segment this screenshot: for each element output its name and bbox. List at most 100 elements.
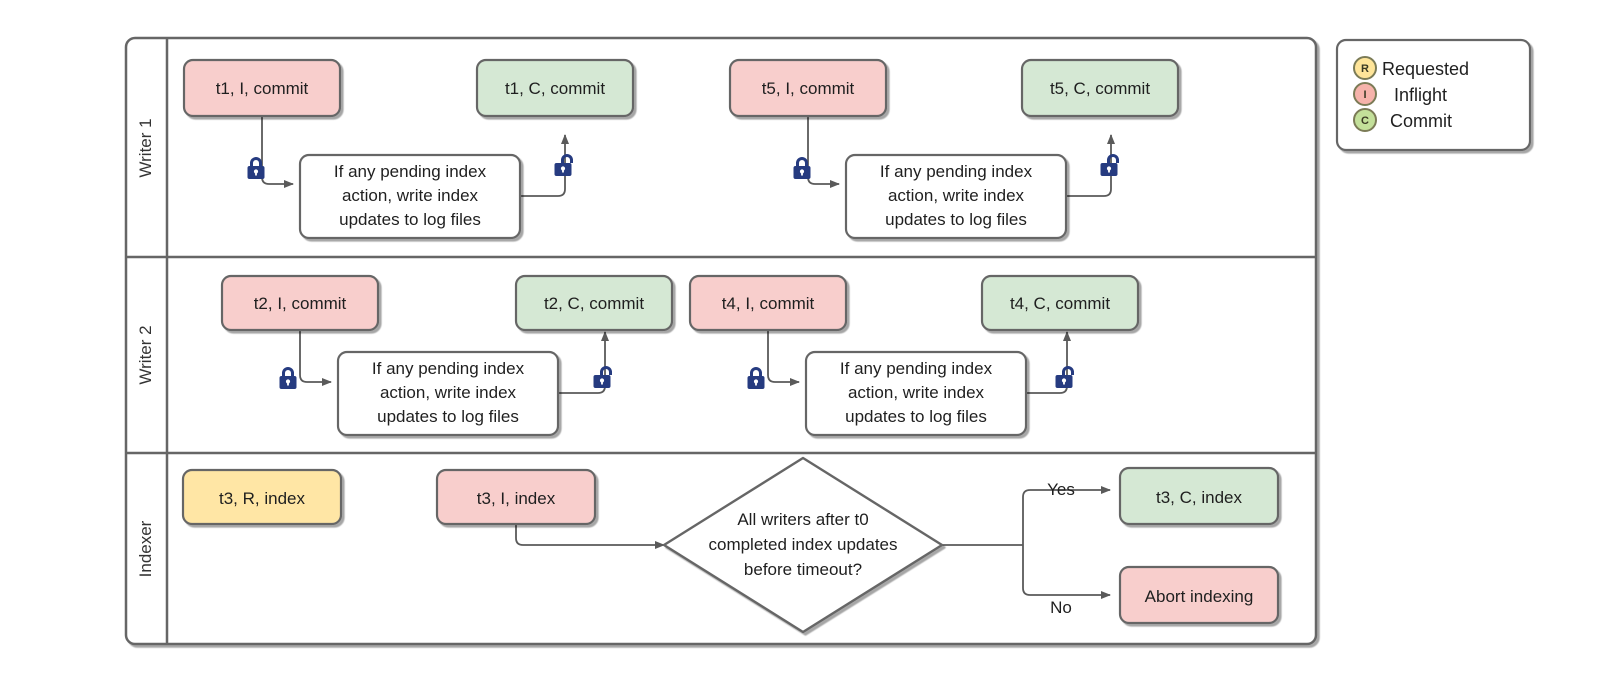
node-label: t4, C, commit	[1010, 294, 1110, 313]
inflight-badge-icon	[1353, 82, 1377, 106]
node-label: t5, C, commit	[1050, 79, 1150, 98]
node-w1-t1-c[interactable]: t1, C, commit	[475, 58, 635, 118]
edge-w1-process-to-t1c	[520, 134, 569, 197]
node-label: t3, I, index	[477, 489, 556, 508]
decision-shape	[662, 456, 944, 634]
node-box	[980, 274, 1140, 332]
node-w2-t4-i[interactable]: t4, I, commit	[688, 274, 848, 332]
edge-label-yes: Yes	[1047, 480, 1075, 499]
decision-line-2: completed index updates	[708, 535, 897, 554]
process-w1-right[interactable]: If any pending index action, write index…	[844, 153, 1068, 240]
node-label: t1, C, commit	[505, 79, 605, 98]
process-line-3: updates to log files	[845, 407, 987, 426]
legend-item-inflight: I Inflight	[1353, 82, 1447, 106]
process-line-1: If any pending index	[880, 162, 1033, 181]
lane-label-writer-2: Writer 2	[136, 325, 155, 384]
legend-badge-letter: R	[1361, 63, 1369, 75]
process-line-1: If any pending index	[334, 162, 487, 181]
node-box	[514, 274, 674, 332]
lane-header-writer-1: Writer 1	[136, 118, 155, 177]
unlock-icon	[554, 154, 573, 176]
node-box	[475, 58, 635, 118]
decision-diamond[interactable]: All writers after t0 completed index upd…	[662, 456, 944, 634]
node-label: t5, I, commit	[762, 79, 855, 98]
edge-label-no: No	[1050, 598, 1072, 617]
edge-decision-yes	[1022, 486, 1111, 545]
lock-closed-icon	[247, 157, 265, 179]
process-line-1: If any pending index	[840, 359, 993, 378]
lock-closed-icon	[793, 157, 811, 179]
commit-badge-icon	[1353, 108, 1377, 132]
node-ix-t3-r[interactable]: t3, R, index	[181, 468, 343, 526]
process-w1-left[interactable]: If any pending index action, write index…	[298, 153, 522, 240]
node-w2-t4-c[interactable]: t4, C, commit	[980, 274, 1140, 332]
process-line-3: updates to log files	[377, 407, 519, 426]
node-label: t1, I, commit	[216, 79, 309, 98]
node-label: t2, C, commit	[544, 294, 644, 313]
process-line-2: action, write index	[888, 186, 1025, 205]
node-box	[688, 274, 848, 332]
legend-panel: R Requested I Inflight C Commit	[1335, 38, 1532, 152]
node-label: t3, C, index	[1156, 488, 1242, 507]
node-w1-t5-c[interactable]: t5, C, commit	[1020, 58, 1180, 118]
legend-label-requested: Requested	[1382, 59, 1469, 79]
node-box	[435, 468, 597, 526]
decision-line-1: All writers after t0	[737, 510, 868, 529]
process-w2-right[interactable]: If any pending index action, write index…	[804, 350, 1028, 437]
edge-w2-t2i-to-process	[299, 330, 332, 386]
node-w2-t2-i[interactable]: t2, I, commit	[220, 274, 380, 332]
node-box	[1118, 565, 1280, 625]
node-label: t3, R, index	[219, 489, 305, 508]
lane-header-writer-2: Writer 2	[136, 325, 155, 384]
unlock-icon	[1100, 154, 1119, 176]
lane-label-writer-1: Writer 1	[136, 118, 155, 177]
legend-label-inflight: Inflight	[1394, 85, 1447, 105]
node-box	[181, 468, 343, 526]
process-line-3: updates to log files	[885, 210, 1027, 229]
node-box	[1020, 58, 1180, 118]
process-box	[844, 153, 1068, 240]
process-box	[298, 153, 522, 240]
legend-label-commit: Commit	[1390, 111, 1452, 131]
edge-w2-t4i-to-process	[767, 330, 800, 386]
legend-badge-letter: C	[1361, 115, 1369, 127]
node-ix-abort[interactable]: Abort indexing	[1118, 565, 1280, 625]
node-box	[728, 58, 888, 118]
process-line-2: action, write index	[848, 383, 985, 402]
legend-box	[1335, 38, 1532, 152]
node-w1-t1-i[interactable]: t1, I, commit	[182, 58, 342, 118]
edge-decision-no	[1022, 545, 1111, 599]
unlock-icon	[593, 366, 612, 388]
unlock-icon	[1055, 366, 1074, 388]
lane-label-indexer: Indexer	[136, 520, 155, 577]
process-box	[336, 350, 560, 437]
lock-closed-icon	[279, 367, 297, 389]
legend-badge-letter: I	[1363, 89, 1366, 101]
process-box	[804, 350, 1028, 437]
process-w2-left[interactable]: If any pending index action, write index…	[336, 350, 560, 437]
requested-badge-icon	[1353, 56, 1377, 80]
node-w2-t2-c[interactable]: t2, C, commit	[514, 274, 674, 332]
edge-t3i-to-decision	[515, 524, 665, 549]
process-line-3: updates to log files	[339, 210, 481, 229]
node-label: t2, I, commit	[254, 294, 347, 313]
lane3-edges: Yes No	[515, 480, 1111, 617]
process-line-2: action, write index	[380, 383, 517, 402]
node-label: Abort indexing	[1145, 587, 1254, 606]
process-line-2: action, write index	[342, 186, 479, 205]
node-w1-t5-i[interactable]: t5, I, commit	[728, 58, 888, 118]
legend-item-requested: R Requested	[1353, 56, 1469, 80]
node-ix-t3-c[interactable]: t3, C, index	[1118, 466, 1280, 526]
lock-closed-icon	[747, 367, 765, 389]
decision-line-3: before timeout?	[744, 560, 862, 579]
node-label: t4, I, commit	[722, 294, 815, 313]
node-box	[220, 274, 380, 332]
edge-w1-process-to-t5c	[1066, 134, 1115, 197]
node-box	[1118, 466, 1280, 526]
node-box	[182, 58, 342, 118]
legend-item-commit: C Commit	[1353, 108, 1452, 132]
node-ix-t3-i[interactable]: t3, I, index	[435, 468, 597, 526]
process-line-1: If any pending index	[372, 359, 525, 378]
